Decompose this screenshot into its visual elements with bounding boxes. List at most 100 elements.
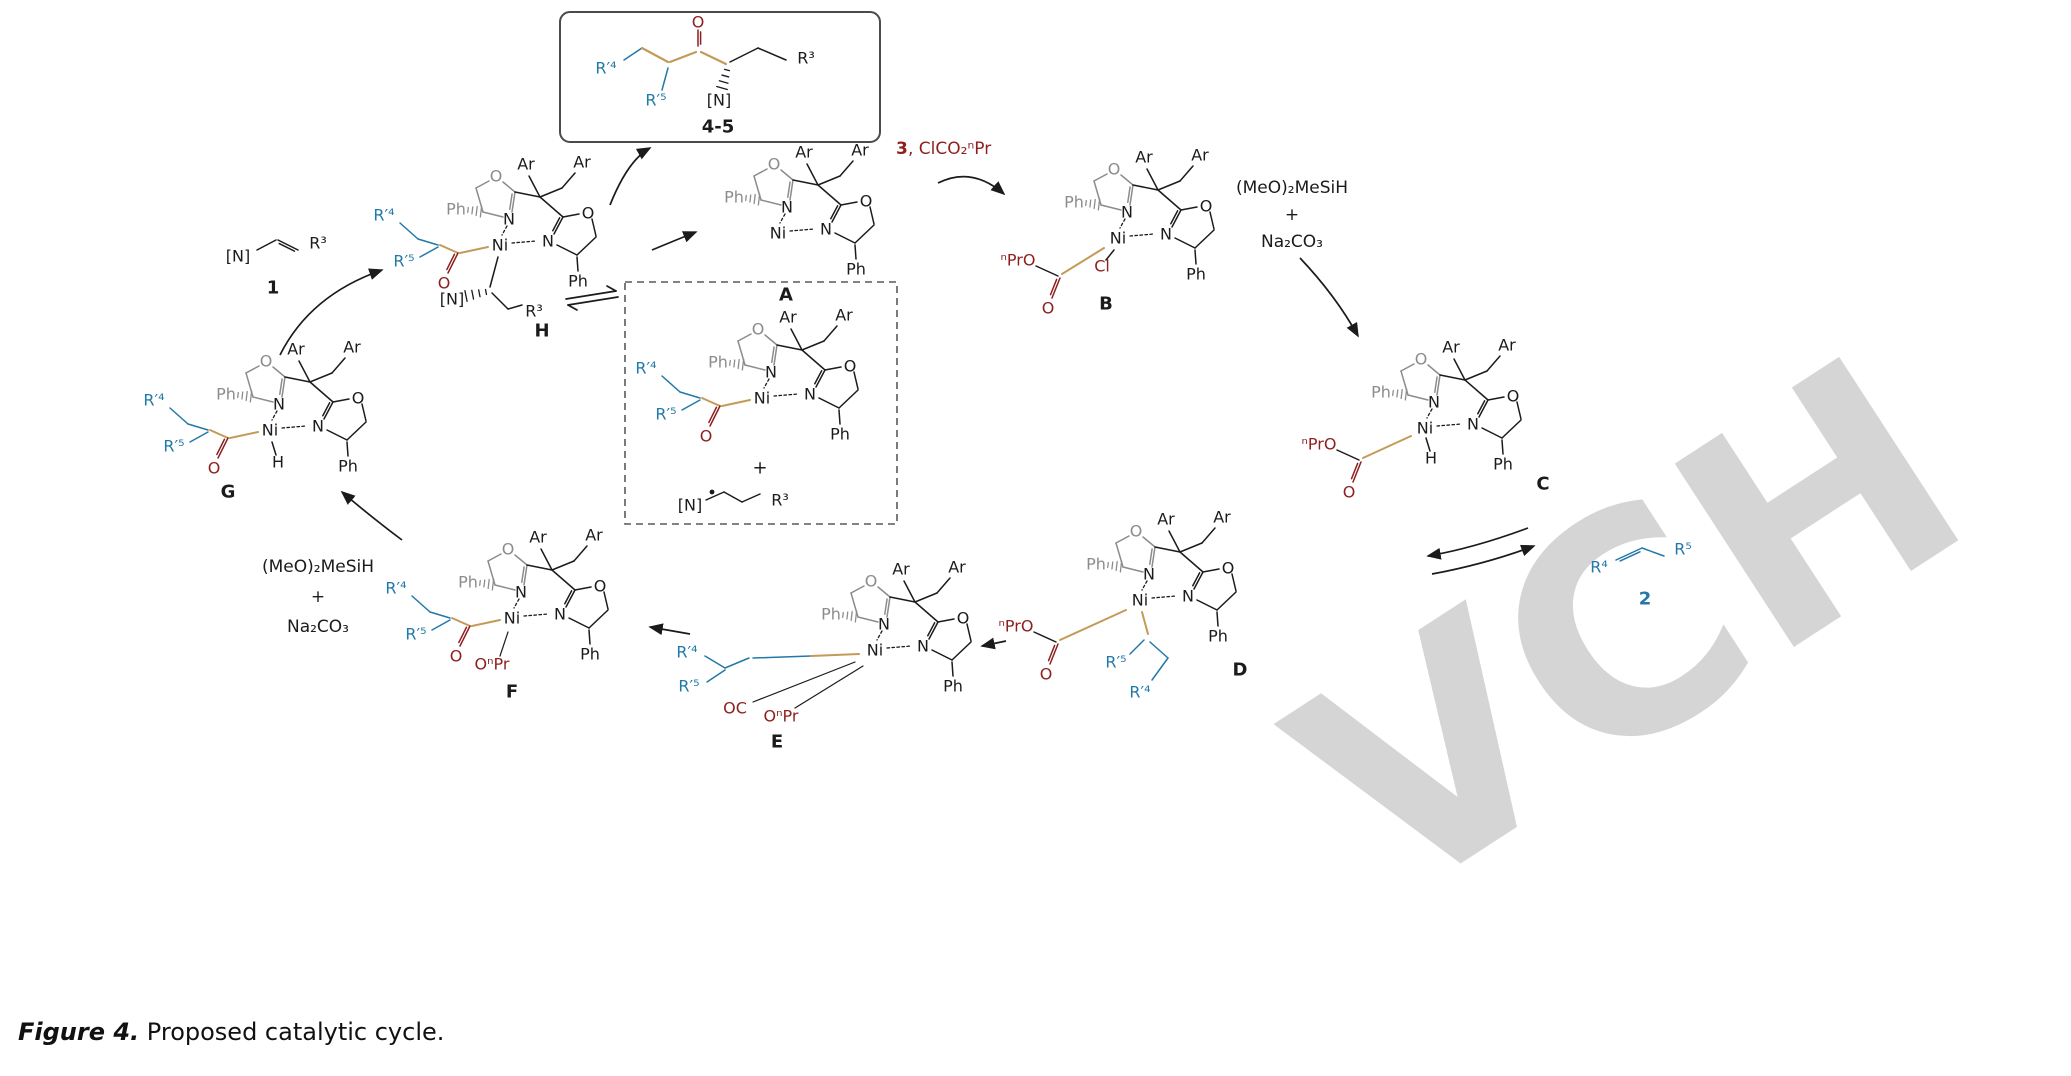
product-r3: R³ — [797, 49, 815, 68]
bond — [1464, 379, 1489, 401]
stereo-hash — [491, 578, 495, 591]
bond — [1202, 568, 1220, 573]
bond — [521, 566, 525, 583]
bond — [1157, 180, 1181, 191]
n-label: N — [917, 637, 929, 656]
bond — [361, 403, 367, 422]
bond — [764, 334, 778, 346]
intermediate-label-B: B — [1099, 294, 1113, 315]
bond — [706, 669, 726, 683]
bond — [1362, 435, 1412, 459]
co-ligand-label: OC — [723, 699, 747, 718]
stereo-hash — [745, 194, 747, 202]
bond — [936, 577, 951, 594]
bond — [482, 211, 504, 218]
bond — [1434, 376, 1438, 393]
n-label: N — [515, 583, 527, 602]
carbonyl-o-label: O — [438, 274, 451, 293]
r5-label: R′⁵ — [163, 437, 184, 456]
offcycle-plus: + — [752, 458, 767, 479]
stereo-hash — [483, 579, 486, 588]
bond — [928, 621, 939, 640]
n-label: N — [542, 232, 554, 251]
bond — [309, 372, 333, 383]
stereo-hash — [249, 390, 253, 403]
bond — [523, 564, 528, 586]
bond — [1196, 599, 1218, 611]
carbonyl-o-label: O — [700, 427, 713, 446]
bond — [834, 232, 856, 244]
bond — [187, 423, 209, 431]
double-bond — [447, 252, 459, 274]
equilibrium-harpoon — [567, 304, 578, 311]
ni-n-dative-bond — [501, 225, 508, 236]
product-carbonyl-o: O — [692, 13, 705, 32]
carbonyl-o-label: O — [208, 459, 221, 478]
bond — [1168, 530, 1181, 553]
o-label: O — [582, 204, 595, 223]
alkene-2-r4: R⁴ — [1590, 558, 1608, 577]
intermediate-label-H: H — [534, 321, 549, 342]
stereo-hash — [842, 611, 844, 619]
bond — [780, 169, 794, 181]
plus-top: + — [1285, 205, 1299, 225]
ar-label: Ar — [1135, 148, 1153, 167]
ph-label: Ph — [830, 425, 850, 444]
stereo-hash — [716, 85, 728, 91]
bond — [229, 431, 259, 439]
bond — [792, 179, 819, 186]
intermediate-label-D: D — [1233, 660, 1248, 681]
double-bond — [459, 625, 471, 647]
radical-dot — [709, 489, 715, 495]
ph-label: Ph — [568, 272, 588, 291]
bond — [1149, 641, 1169, 659]
n-label: N — [312, 417, 324, 436]
hydride-label: H — [1425, 449, 1437, 468]
ph-label: Ph — [846, 260, 866, 279]
bond — [1146, 168, 1159, 191]
stereo-hash — [1392, 389, 1394, 397]
bond — [1641, 547, 1665, 557]
o-label: O — [502, 540, 515, 559]
bond — [1105, 249, 1115, 261]
bond — [1122, 566, 1144, 573]
product-box — [559, 11, 881, 143]
cl-label: Cl — [1094, 257, 1110, 276]
bond — [854, 224, 875, 244]
bond — [1336, 449, 1360, 461]
stereo-hash — [477, 289, 481, 298]
bond — [499, 631, 509, 657]
double-bond — [709, 405, 721, 427]
ni-label: Ni — [1417, 419, 1433, 438]
bond — [326, 429, 348, 441]
bond — [1192, 572, 1201, 587]
bond — [1407, 394, 1429, 401]
r5-label: R′⁵ — [655, 405, 676, 424]
bond — [1216, 591, 1237, 611]
ar-label: Ar — [1157, 510, 1175, 529]
bond — [417, 238, 439, 246]
bond — [1201, 527, 1216, 544]
bond — [1427, 364, 1441, 376]
o-label: O — [1507, 387, 1520, 406]
ni-label: Ni — [770, 224, 786, 243]
bond — [502, 181, 516, 193]
bond — [399, 222, 419, 240]
bond — [271, 441, 277, 456]
double-bond — [216, 438, 226, 456]
bond — [838, 409, 841, 425]
bond — [1400, 363, 1415, 372]
vch-watermark: VCH — [1240, 292, 2020, 968]
ni-n-dative-bond — [1141, 580, 1148, 591]
stereo-hash — [729, 359, 731, 367]
bond — [1142, 536, 1156, 548]
n-label: N — [820, 220, 832, 239]
ar-label: Ar — [1213, 508, 1231, 527]
equilibrium-harpoon — [567, 296, 619, 306]
double-bond — [1619, 551, 1641, 562]
ar-label: Ar — [1191, 146, 1209, 165]
r5-label: R′⁵ — [405, 625, 426, 644]
ph-label: Ph — [1371, 383, 1391, 402]
bond — [814, 370, 823, 385]
